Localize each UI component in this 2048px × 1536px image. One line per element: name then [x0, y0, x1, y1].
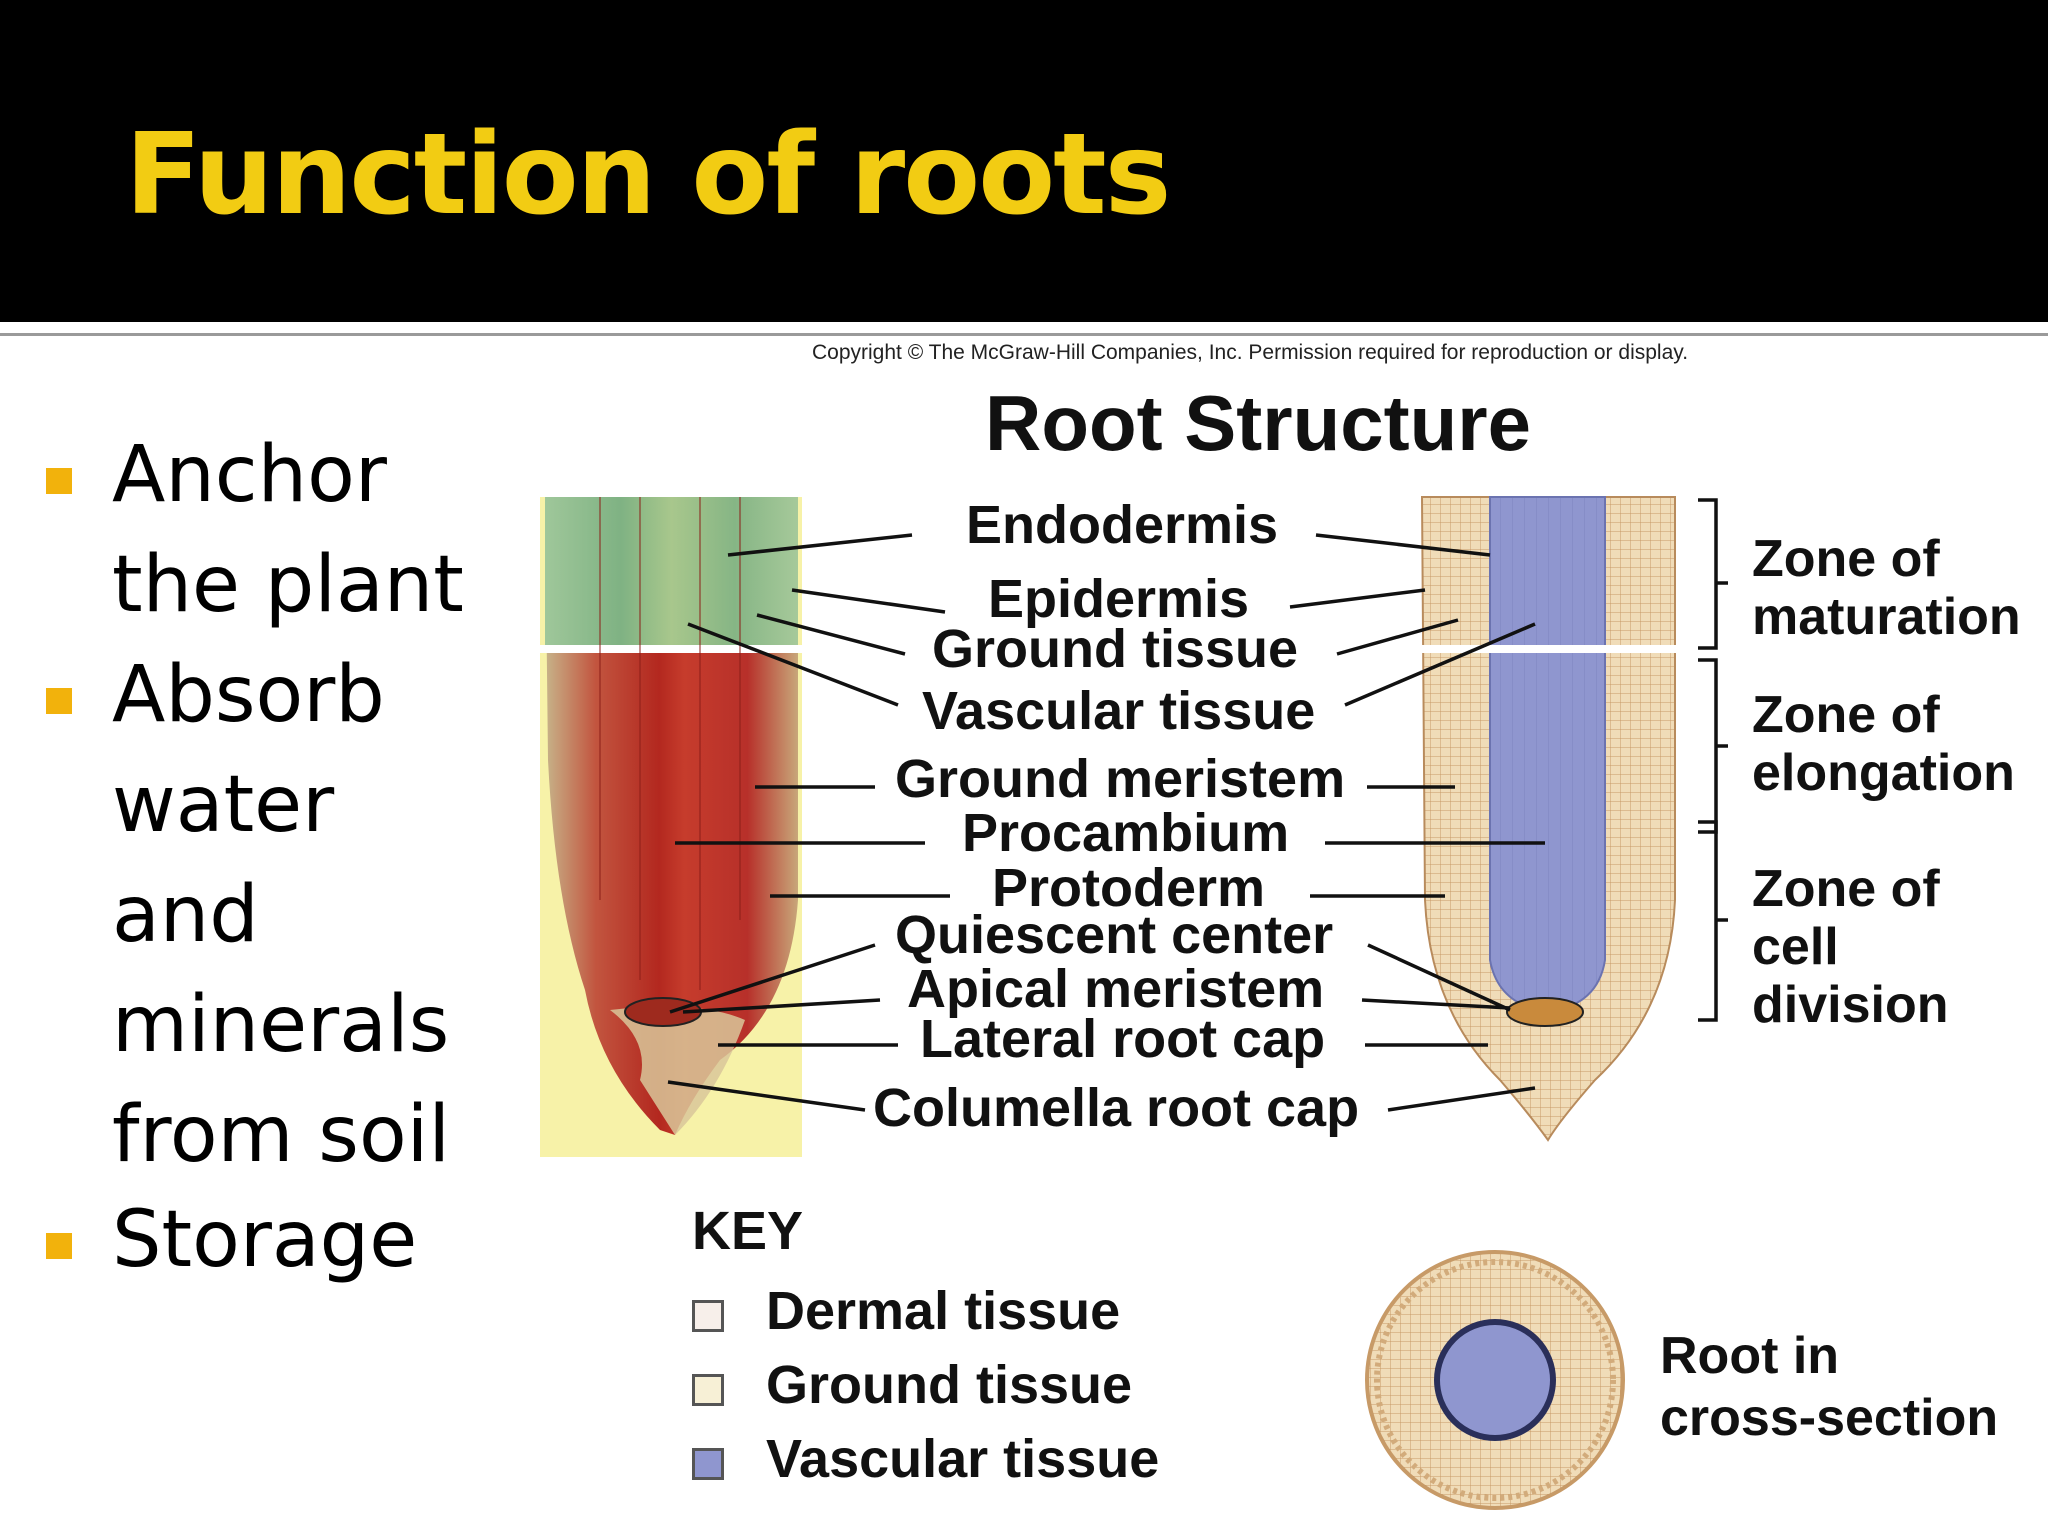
label-epidermis: Epidermis	[988, 569, 1250, 629]
slide-title: Function of roots	[125, 110, 1171, 240]
zone-maturation-label: Zone of maturation	[1752, 530, 2021, 646]
bullet-line: the plant	[112, 540, 464, 630]
key-label: Ground tissue	[766, 1355, 1133, 1415]
bullet-line: and	[112, 870, 259, 960]
label-endodermis: Endodermis	[966, 495, 1279, 555]
label-lateral-root-cap: Lateral root cap	[920, 1009, 1326, 1069]
zone-brackets	[1698, 498, 1728, 1022]
zone-line: Zone of	[1752, 686, 1940, 744]
bullet-line: from soil	[112, 1090, 451, 1180]
root-cross-section	[1365, 1250, 1625, 1510]
diagram-title: Root Structure	[985, 379, 1531, 467]
vascular-swatch	[692, 1448, 724, 1480]
leader-lines	[667, 533, 1545, 1112]
title-divider	[0, 333, 2048, 336]
zone-line: cell	[1752, 918, 1839, 976]
bullet-line: Anchor	[112, 430, 387, 520]
zone-line: maturation	[1752, 588, 2021, 646]
zone-elongation-label: Zone of elongation	[1752, 686, 2015, 802]
ground-swatch	[692, 1374, 724, 1406]
bullet-line: minerals	[112, 980, 450, 1070]
bullet-line: Storage	[112, 1195, 418, 1285]
bullet-line: Absorb	[112, 650, 385, 740]
cross-section-line: cross-section	[1660, 1389, 1999, 1447]
label-ground-meristem: Ground meristem	[895, 749, 1346, 809]
zone-cell-division-label: Zone of cell division	[1752, 860, 1948, 1034]
key-title: KEY	[692, 1201, 804, 1261]
cross-section-label: Root in cross-section	[1660, 1325, 1998, 1449]
root-illustration	[1418, 496, 1680, 1142]
dermal-swatch	[692, 1300, 724, 1332]
label-quiescent-center: Quiescent center	[895, 905, 1334, 965]
key-label: Dermal tissue	[766, 1281, 1121, 1341]
zone-line: Zone of	[1752, 530, 1940, 588]
label-ground-tissue: Ground tissue	[932, 619, 1299, 679]
label-columella-root-cap: Columella root cap	[873, 1078, 1360, 1138]
label-apical-meristem: Apical meristem	[907, 959, 1325, 1019]
label-procambium: Procambium	[962, 803, 1290, 863]
bullet-marker	[46, 1233, 72, 1259]
zone-line: Zone of	[1752, 860, 1940, 918]
key-label: Vascular tissue	[766, 1429, 1160, 1489]
bullet-line: water	[112, 760, 335, 850]
label-protoderm: Protoderm	[992, 858, 1266, 918]
cross-section-line: Root in	[1660, 1327, 1840, 1385]
label-vascular-tissue: Vascular tissue	[922, 681, 1316, 741]
root-micrograph	[540, 497, 802, 1157]
zone-line: division	[1752, 976, 1949, 1034]
title-band: Function of roots	[0, 0, 2048, 322]
bullet-marker	[46, 468, 72, 494]
zone-line: elongation	[1752, 744, 2015, 802]
copyright-notice: Copyright © The McGraw-Hill Companies, I…	[812, 341, 1689, 364]
bullet-marker	[46, 688, 72, 714]
